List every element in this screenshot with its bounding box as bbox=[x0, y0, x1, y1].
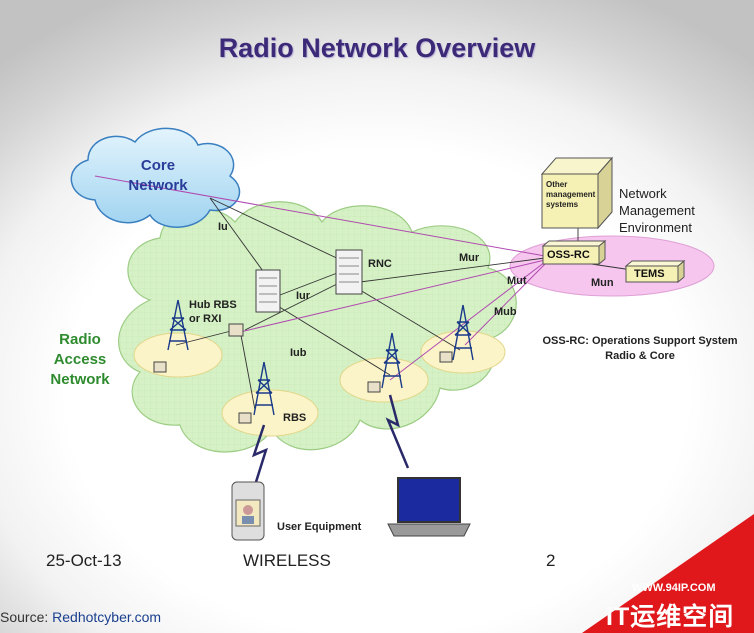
iur-interface-label: Iur bbox=[296, 290, 311, 302]
radio-link-icon bbox=[251, 424, 268, 483]
rbs-tower bbox=[452, 304, 474, 361]
source-link[interactable]: Redhotcyber.com bbox=[52, 609, 162, 625]
watermark-banner bbox=[582, 514, 754, 633]
source-prefix: Source: bbox=[0, 609, 53, 625]
other-mgmt-line1: Other bbox=[546, 180, 568, 189]
hub-server bbox=[255, 269, 281, 313]
laptop-icon bbox=[387, 477, 471, 537]
ran-label-line3: Network bbox=[50, 371, 110, 388]
watermark-url: WWW.94IP.COM bbox=[632, 582, 716, 594]
footer-center: WIRELESS bbox=[243, 551, 331, 570]
oss-note: OSS-RC: Operations Support System Radio … bbox=[527, 334, 753, 364]
core-network-cloud bbox=[70, 127, 241, 228]
rbs-box bbox=[439, 351, 453, 363]
mobile-phone-icon bbox=[231, 481, 265, 541]
rbs-tower bbox=[253, 361, 275, 416]
management-links bbox=[94, 175, 546, 381]
cell-coverage-area bbox=[221, 389, 319, 437]
rbs-label: RBS bbox=[283, 412, 307, 424]
source-credit: Source: Redhotcyber.com bbox=[0, 609, 161, 625]
other-management-box bbox=[540, 156, 614, 230]
cell-coverage-area bbox=[133, 332, 223, 378]
mur-interface-label: Mur bbox=[459, 252, 480, 264]
hub-rbs-box bbox=[228, 323, 244, 337]
iu-interface-label: Iu bbox=[218, 221, 228, 233]
radio-access-network-label: Radio Access Network bbox=[40, 330, 120, 390]
mut-interface-label: Mut bbox=[507, 275, 527, 287]
mub-interface-label: Mub bbox=[494, 306, 517, 318]
user-equipment-label: User Equipment bbox=[277, 521, 362, 533]
oss-rc-box bbox=[541, 239, 607, 266]
page-title: Radio Network Overview bbox=[218, 33, 536, 63]
rbs-box bbox=[367, 381, 381, 393]
nme-line3: Environment bbox=[619, 220, 692, 235]
ran-label-line1: Radio bbox=[59, 331, 101, 348]
oss-note-line2: Radio & Core bbox=[605, 350, 675, 362]
nme-line1: Network bbox=[619, 186, 667, 201]
rbs-box bbox=[153, 361, 167, 373]
oss-note-line1: OSS-RC: Operations Support System bbox=[542, 335, 738, 347]
rbs-box bbox=[238, 412, 252, 424]
oss-rc-label: OSS-RC bbox=[547, 249, 590, 261]
footer-page-number: 2 bbox=[546, 551, 556, 570]
hub-rbs-label-line1: Hub RBS bbox=[189, 299, 237, 311]
watermark-brand: IT运维空间 bbox=[606, 603, 735, 631]
network-management-label: Network Management Environment bbox=[619, 185, 695, 236]
hub-rbs-label-line2: or RXI bbox=[189, 313, 222, 325]
rbs-tower bbox=[167, 299, 189, 351]
ran-label-line2: Access bbox=[53, 351, 107, 368]
iub-interface-label: Iub bbox=[290, 347, 307, 359]
other-mgmt-line3: systems bbox=[546, 200, 579, 209]
core-network-label-line1: Core bbox=[140, 157, 176, 174]
radio-link-icon bbox=[385, 394, 410, 469]
mun-interface-label: Mun bbox=[591, 277, 614, 289]
cell-coverage-area bbox=[420, 330, 506, 374]
footer-date: 25-Oct-13 bbox=[46, 551, 122, 570]
core-network-label-line2: Network bbox=[128, 177, 188, 194]
other-mgmt-line2: management bbox=[546, 190, 596, 199]
rnc-server bbox=[335, 249, 363, 295]
other-management-label: Other management systems bbox=[546, 180, 595, 210]
rnc-label: RNC bbox=[368, 258, 392, 270]
core-network-label: Core Network bbox=[88, 156, 228, 196]
tems-label: TEMS bbox=[634, 268, 665, 280]
nme-line2: Management bbox=[619, 203, 695, 218]
hub-rbs-label: Hub RBS or RXI bbox=[189, 298, 237, 326]
tems-box bbox=[624, 259, 686, 284]
rbs-tower bbox=[381, 332, 403, 389]
